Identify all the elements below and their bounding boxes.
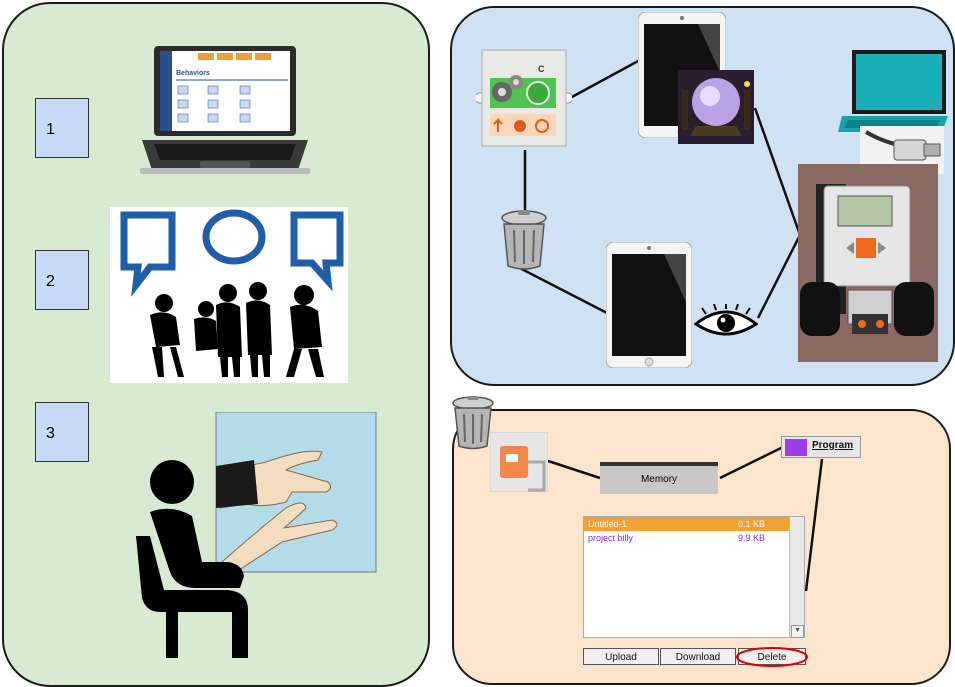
file-size: 9.9 KB xyxy=(738,533,766,543)
group-discussion-icon xyxy=(110,207,348,383)
step-number: 3 xyxy=(46,425,55,442)
upload-button[interactable]: Upload xyxy=(583,648,659,665)
trash-can-icon xyxy=(501,210,547,270)
laptop-screen-title: Behaviors xyxy=(176,70,210,77)
file-name: Untitled-1 xyxy=(588,519,627,529)
list-item[interactable]: Untitled-1 0.1 KB xyxy=(584,517,804,531)
tablet-bottom-icon xyxy=(606,242,692,368)
step-box-3: 3 xyxy=(35,402,89,462)
program-label: Program xyxy=(781,436,861,458)
memory-block-icon xyxy=(490,432,548,492)
step-box-1: 1 xyxy=(35,98,89,158)
trash-can-icon xyxy=(452,396,494,450)
sign-language-icon xyxy=(136,412,377,658)
step-number: 2 xyxy=(46,273,55,290)
program-swatch xyxy=(785,439,807,456)
file-list[interactable]: Untitled-1 0.1 KB project billy 9.9 KB ▼ xyxy=(583,516,805,638)
scrollbar[interactable]: ▼ xyxy=(789,517,804,638)
robot-icon xyxy=(798,164,938,362)
list-item[interactable]: project billy 9.9 KB xyxy=(584,531,804,545)
svg-text:C: C xyxy=(538,64,545,74)
eye-icon xyxy=(694,304,758,336)
crystal-ball-icon xyxy=(678,70,754,144)
file-size: 0.1 KB xyxy=(738,519,766,529)
laptop-icon: Behaviors xyxy=(140,46,310,174)
scroll-down-icon[interactable]: ▼ xyxy=(791,625,804,638)
program-block-icon: C xyxy=(476,49,572,147)
memory-box: Memory xyxy=(600,462,718,494)
file-name: project billy xyxy=(588,533,634,543)
download-button[interactable]: Download xyxy=(660,648,736,665)
memory-label: Memory xyxy=(640,474,678,485)
program-label-text: Program xyxy=(812,440,854,451)
step-number: 1 xyxy=(46,121,55,138)
delete-highlight-ring xyxy=(736,647,808,667)
step-box-2: 2 xyxy=(35,250,89,310)
